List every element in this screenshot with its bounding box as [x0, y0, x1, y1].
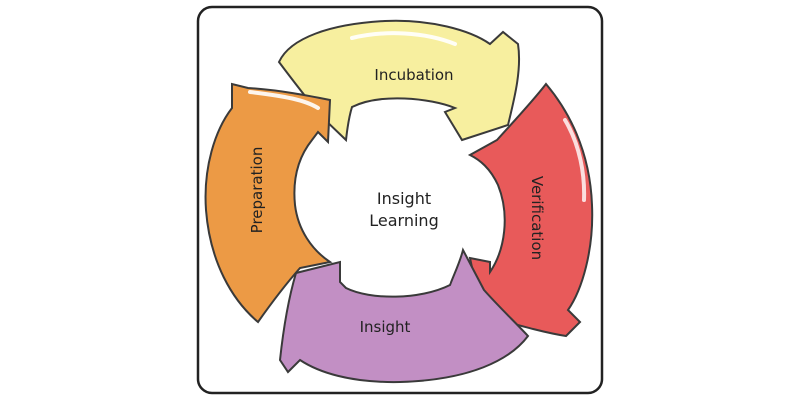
arrow-shape-incubation — [277, 19, 521, 143]
arrow-highlight-preparation — [248, 90, 320, 110]
center-title-line2: Learning — [369, 211, 438, 230]
stage-label-incubation: Incubation — [374, 66, 453, 84]
stage-incubation: Incubation — [277, 19, 521, 143]
arrow-shape-preparation — [204, 82, 333, 324]
stage-insight: Insight — [278, 247, 530, 384]
center-title-line1: Insight — [377, 189, 431, 208]
stage-label-insight: Insight — [360, 318, 411, 336]
stage-preparation: Preparation — [204, 82, 333, 324]
arrow-shape-insight — [278, 247, 530, 384]
stage-label-preparation: Preparation — [248, 147, 266, 234]
stage-label-verification: Verification — [528, 176, 546, 260]
arrow-highlight-insight — [346, 280, 450, 292]
arrow-highlight-verification — [563, 118, 587, 202]
arrow-highlight-incubation — [350, 31, 457, 46]
stage-verification: Verification — [467, 82, 594, 338]
